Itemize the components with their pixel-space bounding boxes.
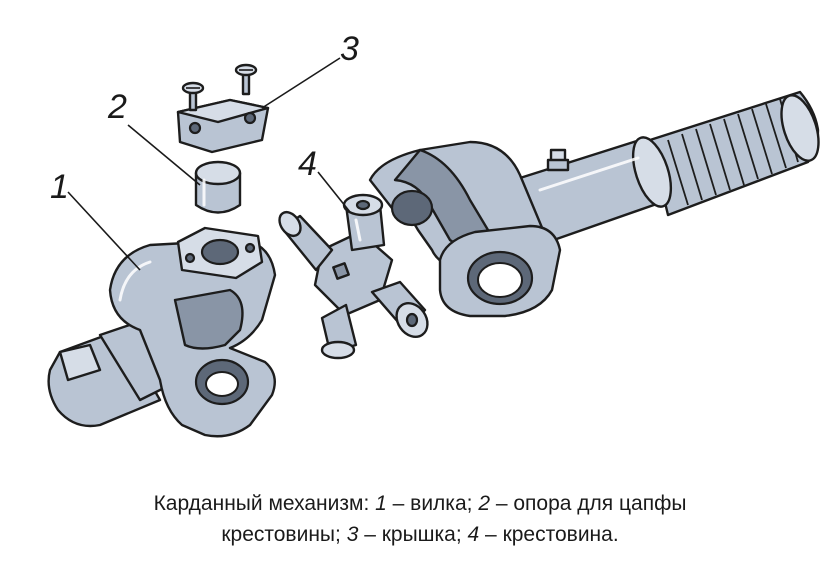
callout-1: 1 [50,168,69,206]
caption-line-2: крестовины; 3 – крышка; 4 – крестовина. [0,519,840,550]
leader-line-1 [67,191,141,271]
caption-line-1: Карданный механизм: 1 – вилка; 2 – опора… [0,488,840,519]
callout-2: 2 [107,88,127,126]
caption-text: – опора для цапфы [490,492,687,515]
screw-right [234,63,258,96]
caption-text: – вилка; [386,492,479,515]
caption-text: Карданный механизм: [153,492,376,515]
leader-line-2 [127,124,201,186]
splined-shaft-yoke [368,90,820,318]
leader-line-3 [261,57,341,109]
caption-text: – крышка; [358,523,468,546]
callout-4: 4 [298,145,317,183]
bearing-cup [194,160,242,214]
caption-text: крестовины; [221,523,347,546]
caption-number: 3 [346,523,359,546]
callout-3: 3 [340,30,359,68]
caption-number: 1 [375,492,387,515]
figure-caption: Карданный механизм: 1 – вилка; 2 – опора… [0,488,840,550]
cardan-joint-illustration: 1 2 3 4 [47,30,820,438]
caption-number: 4 [467,523,480,546]
leader-line-4 [317,171,351,213]
left-yoke [47,226,277,438]
caption-number: 2 [478,492,490,515]
cover-plate [176,63,270,154]
universal-joint-cross [278,193,429,360]
screw-left [181,81,205,112]
caption-text: – крестовина. [479,523,619,546]
